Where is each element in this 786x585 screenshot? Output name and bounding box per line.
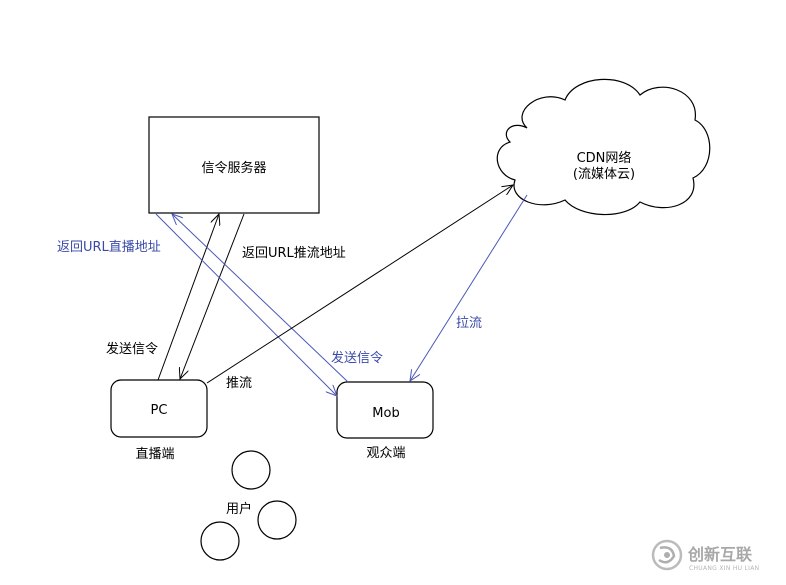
label-pc-send-signal: 发送信令 <box>106 341 158 357</box>
edge-pc-to-cdn <box>206 185 513 384</box>
pc-box <box>110 379 208 438</box>
users-label: 用户 <box>226 501 252 517</box>
edge-server-to-pc <box>180 213 245 379</box>
user-circle-2 <box>257 500 297 540</box>
mob-box <box>336 381 434 439</box>
signaling-server-label: 信令服务器 <box>201 160 266 176</box>
pc-label: PC <box>151 403 168 418</box>
watermark-sub: CHUANG XIN HU LIAN <box>689 565 759 572</box>
user-circle-3 <box>200 521 240 561</box>
edge-pc-to-server <box>157 214 219 381</box>
label-return-play-url: 返回URL直播地址 <box>57 240 161 255</box>
label-pull-stream: 拉流 <box>456 316 482 331</box>
pc-caption: 直播端 <box>135 447 174 462</box>
cdn-label-line2: (流媒体云) <box>573 167 635 182</box>
cdn-cloud <box>496 78 711 216</box>
edge-server-to-mob <box>155 213 337 396</box>
signaling-server-box <box>148 116 320 214</box>
cdn-label-line1: CDN网络 <box>577 150 632 166</box>
label-mob-send-signal: 发送信令 <box>331 350 383 366</box>
mob-label: Mob <box>372 406 399 421</box>
edge-mob-to-server <box>172 214 349 383</box>
edge-cdn-to-mob <box>410 194 528 381</box>
label-push-stream: 推流 <box>226 376 252 391</box>
user-circle-1 <box>231 450 271 490</box>
watermark-name: 创新互联 <box>687 545 752 564</box>
label-return-push-url: 返回URL推流地址 <box>242 246 346 261</box>
swirl-logo-icon <box>651 539 683 571</box>
watermark: 创新互联 CHUANG XIN HU LIAN <box>651 539 759 572</box>
mob-caption: 观众端 <box>366 446 405 461</box>
